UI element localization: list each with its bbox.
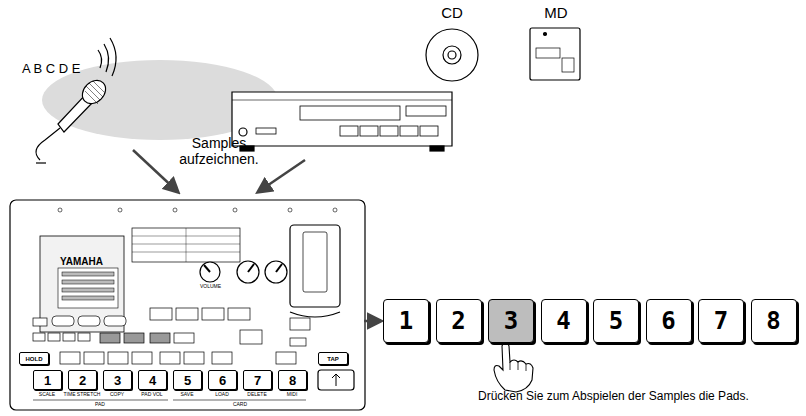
hold-button: HOLD [19,352,49,365]
device-pad: 5 [173,370,202,390]
caption-text: MD [544,4,567,21]
panel-label: COPY [110,392,124,398]
pad: 3 [488,299,534,343]
device-pad: 1 [33,370,62,390]
sampler-device [10,200,365,410]
pad: 1 [383,299,429,343]
button-label: 8 [289,374,296,387]
pad: 5 [593,299,639,343]
pad: 4 [541,299,587,343]
caption-text: YAMAHA [60,256,103,268]
device-pad: 3 [103,370,132,390]
panel-label: LOAD [215,392,229,398]
cd-disc [426,29,478,81]
device-pad: 8 [278,370,307,390]
panel-label: DELETE [247,392,266,398]
button-label: 6 [219,374,226,387]
pad: 6 [646,299,692,343]
panel-label: PAD [95,402,105,408]
button-label: 1 [44,374,51,387]
pad-number: 3 [504,309,518,333]
device-pad: 2 [68,370,97,390]
pad-number: 1 [399,309,413,333]
button-label: 7 [254,374,261,387]
cd-player [232,92,452,151]
device-pad: 7 [243,370,272,390]
pad-number: 7 [714,309,728,333]
caption-text: CD [441,4,463,21]
sound-waves [98,38,116,76]
button-label: 2 [79,374,86,387]
input-arrow [258,160,305,192]
md-cartridge [530,28,580,80]
microphone [36,76,110,163]
panel-label: VOLUME [200,284,221,290]
device-pad: 6 [208,370,237,390]
panel-label: MIDI [287,392,298,398]
button-label: HOLD [26,356,43,362]
pad: 7 [698,299,744,343]
input-arrow [133,150,178,192]
pad: 2 [436,299,482,343]
device-pad: 4 [138,370,167,390]
pad: 8 [751,299,797,343]
pad-number: 2 [451,309,465,333]
button-label: TAP [327,356,339,362]
pad-number: 8 [766,309,780,333]
panel-label: SCALE [39,392,55,398]
caption-text: Drücken Sie zum Abspielen der Samples di… [478,390,749,404]
play-arrow [364,320,381,323]
pad-number: 6 [661,309,675,333]
panel-label: SAVE [181,392,194,398]
caption-text: Samples aufzeichnen. [171,135,267,167]
button-label: 4 [149,374,156,387]
button-label: 5 [184,374,191,387]
button-label: 3 [114,374,121,387]
panel-label: TIME STRETCH [64,392,101,398]
panel-label: CARD [233,402,247,408]
pad-number: 5 [609,309,623,333]
pad-number: 4 [556,309,570,333]
caption-text: A B C D E [22,62,81,77]
hand-pointer [494,342,533,392]
panel-label: PAD VOL [141,392,162,398]
tap-button: TAP [318,352,348,365]
